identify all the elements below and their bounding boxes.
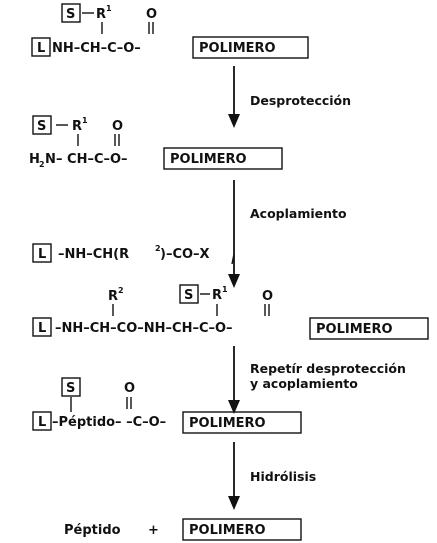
structure-1: S R 1 O L NH–CH–C–O– POLIMERO xyxy=(31,3,309,59)
arrow-head xyxy=(228,274,240,288)
carbonyl-o: O xyxy=(112,119,123,134)
l-box-label: L xyxy=(38,321,46,336)
s-box xyxy=(179,284,199,304)
chain-text: –Péptido– –C–O– xyxy=(52,415,166,430)
s-box-label: S xyxy=(184,288,193,303)
plus-sign: + xyxy=(148,523,159,538)
step-label-hydrolysis: Hidrólisis xyxy=(250,469,316,484)
polymer-box xyxy=(192,36,309,59)
step-arrow-3: Repetír desprotección y acoplamiento xyxy=(228,346,406,414)
s-box xyxy=(32,115,52,135)
r1-label: R xyxy=(72,119,82,134)
l-box xyxy=(32,243,52,263)
step-label-repeat-line1: Repetír desprotección xyxy=(250,361,406,376)
peptide-product: Péptido xyxy=(64,523,121,538)
s-box xyxy=(61,3,81,23)
chain-text: NH–CH–C–O– xyxy=(52,41,141,56)
structure-2: S R 1 O H 2 N – CH–C–O– POLIMERO xyxy=(29,115,283,170)
r1-sup: 1 xyxy=(106,4,112,13)
arrow-head xyxy=(228,496,240,510)
r1-label: R xyxy=(96,7,106,22)
polymer-box xyxy=(182,518,302,541)
polymer-label: POLIMERO xyxy=(199,41,276,56)
structure-5: S O L –Péptido– –C–O– POLIMERO xyxy=(32,377,302,434)
polymer-box xyxy=(163,147,283,170)
arrow-head xyxy=(228,400,240,414)
step-label-coupling: Acoplamiento xyxy=(250,206,347,221)
chain-text: –NH–CH–CO–NH–CH–C–O– xyxy=(55,321,233,336)
s-box-label: S xyxy=(66,381,75,396)
polymer-box xyxy=(182,411,302,434)
l-box xyxy=(31,37,51,57)
h2n-sub: 2 xyxy=(39,160,45,169)
structure-3: L –NH–CH(R 2 )–CO–X xyxy=(32,243,235,265)
polymer-box xyxy=(309,317,429,340)
r2-sup: 2 xyxy=(118,286,124,295)
chain-text: – CH–C–O– xyxy=(56,152,128,167)
arrow-head xyxy=(228,114,240,128)
polymer-label: POLIMERO xyxy=(316,322,393,337)
h2n-n: N xyxy=(45,152,56,167)
carbonyl-o: O xyxy=(146,7,157,22)
step-arrow-1: Desprotección xyxy=(228,66,351,128)
step-arrow-2: Acoplamiento xyxy=(228,180,347,288)
chain-tail: )–CO–X xyxy=(160,247,210,262)
h2n-h: H xyxy=(29,152,40,167)
l-box xyxy=(32,411,52,431)
polymer-label: POLIMERO xyxy=(189,416,266,431)
structure-4: R 2 S R 1 O L –NH–CH–CO–NH–CH–C–O– POLIM… xyxy=(32,284,429,340)
carbonyl-o: O xyxy=(262,289,273,304)
s-box-label: S xyxy=(66,7,75,22)
polymer-label: POLIMERO xyxy=(170,152,247,167)
l-box-label: L xyxy=(38,415,46,430)
r2-sup: 2 xyxy=(155,244,161,253)
chain-text: –NH–CH(R xyxy=(58,247,129,262)
step-label-deprotection: Desprotección xyxy=(250,93,351,108)
l-box-label: L xyxy=(37,41,45,56)
step-arrow-4: Hidrólisis xyxy=(228,442,316,510)
s-box xyxy=(61,377,81,397)
x-to-arrow-bond xyxy=(231,253,235,265)
carbonyl-o: O xyxy=(124,381,135,396)
final-products: Péptido + POLIMERO xyxy=(64,518,302,541)
l-box-label: L xyxy=(38,247,46,262)
step-label-repeat-line2: y acoplamiento xyxy=(250,376,358,391)
r1-label: R xyxy=(212,288,222,303)
r1-sup: 1 xyxy=(82,116,88,125)
r2-label: R xyxy=(108,289,118,304)
l-box xyxy=(32,317,52,337)
r1-sup: 1 xyxy=(222,285,228,294)
s-box-label: S xyxy=(37,119,46,134)
polymer-label: POLIMERO xyxy=(189,523,266,538)
